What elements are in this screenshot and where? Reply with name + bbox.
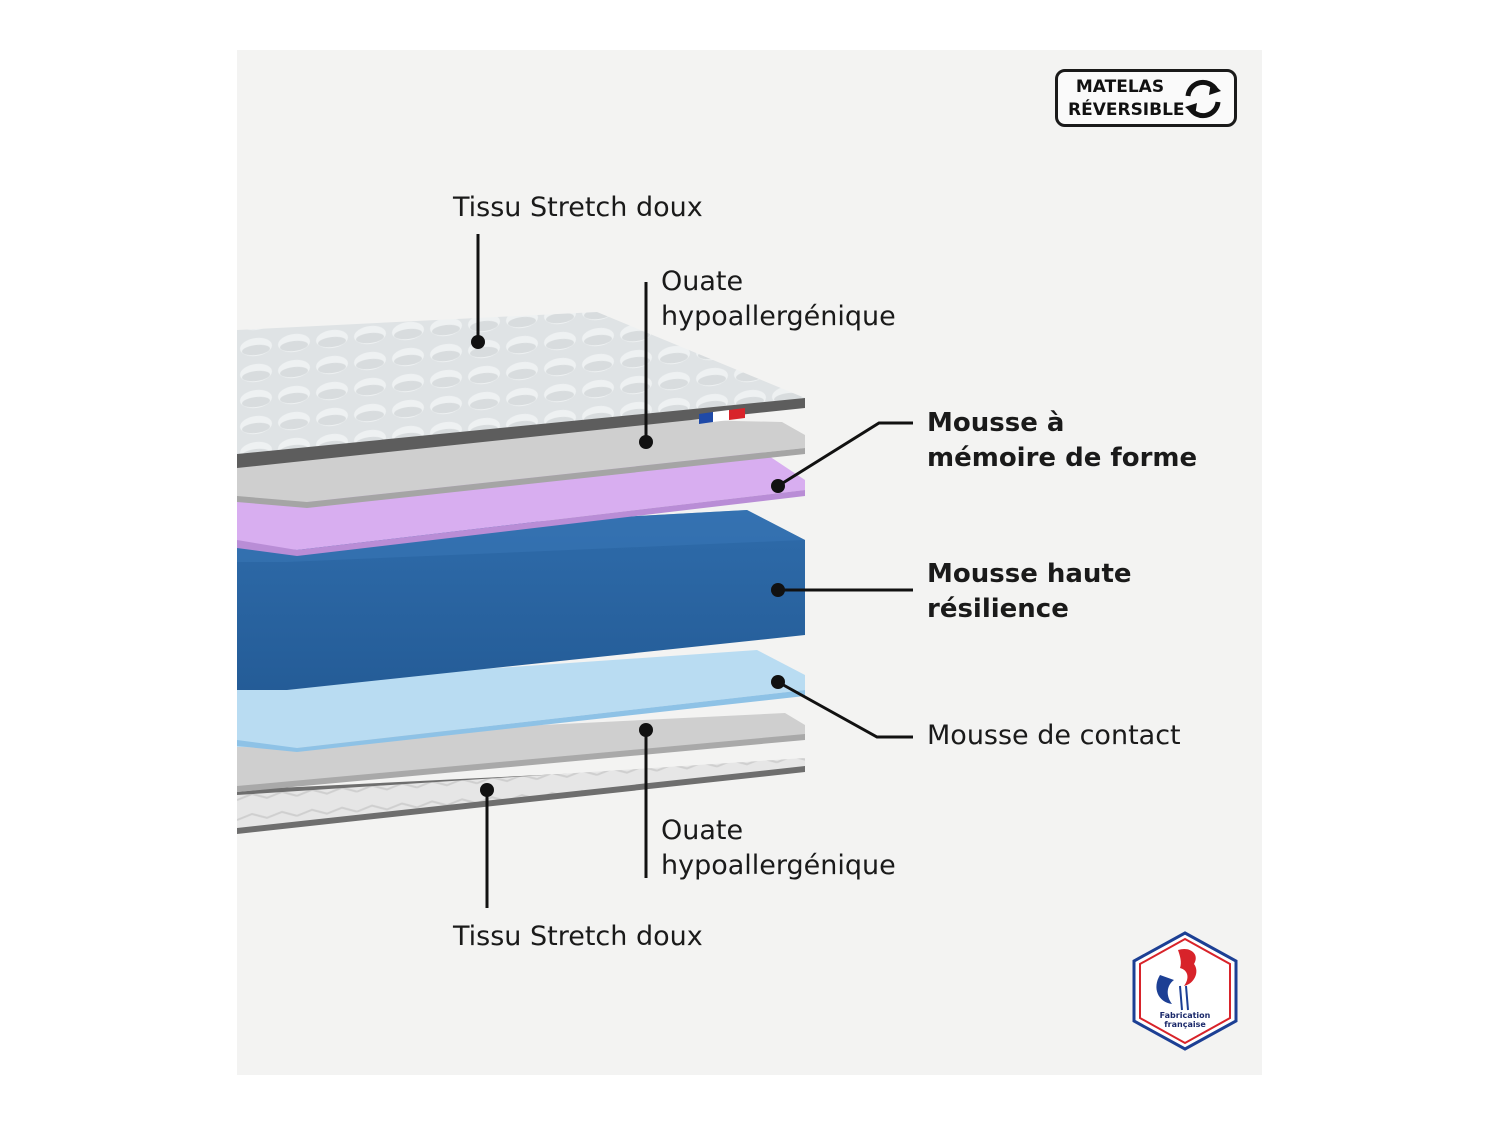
diagram-panel: Tissu Stretch doux Ouate hypoallergéniqu… bbox=[237, 50, 1262, 1075]
label-hr-foam: Mousse haute résilience bbox=[927, 557, 1132, 627]
dot-memory-foam bbox=[771, 479, 785, 493]
label-line: Ouate bbox=[661, 266, 744, 297]
label-line: hypoallergénique bbox=[661, 301, 896, 332]
mattress-layers-diagram bbox=[237, 234, 913, 908]
seal-text: Fabrication française bbox=[1159, 1011, 1211, 1029]
layer-bottom-cover bbox=[237, 758, 805, 834]
french-flag-icon bbox=[699, 408, 745, 424]
leader-memory-foam bbox=[777, 421, 913, 488]
label-line: résilience bbox=[927, 594, 1069, 624]
label-bottom-wadding: Ouate hypoallergénique bbox=[661, 813, 896, 883]
label-bottom-cover: Tissu Stretch doux bbox=[453, 919, 703, 954]
label-memory-foam: Mousse à mémoire de forme bbox=[927, 406, 1197, 476]
reverse-arrows-icon bbox=[1185, 79, 1221, 119]
label-contact-foam: Mousse de contact bbox=[927, 718, 1181, 753]
label-line: Mousse de contact bbox=[927, 720, 1181, 751]
label-top-wadding: Ouate hypoallergénique bbox=[661, 264, 896, 334]
layer-hr-foam bbox=[237, 510, 805, 690]
label-line: Ouate bbox=[661, 815, 744, 846]
leader-contact-foam bbox=[777, 680, 913, 739]
dot-top-wadding bbox=[639, 435, 653, 449]
dot-contact-foam bbox=[771, 675, 785, 689]
label-line: Mousse haute bbox=[927, 559, 1132, 589]
dot-bottom-wadding bbox=[639, 723, 653, 737]
dot-top-cover bbox=[471, 335, 485, 349]
label-line: mémoire de forme bbox=[927, 443, 1198, 473]
leader-lines bbox=[476, 234, 913, 908]
leader-dots bbox=[471, 335, 785, 797]
layer-bottom-wadding bbox=[237, 713, 805, 792]
label-line: hypoallergénique bbox=[661, 850, 896, 881]
badge-line-1: MATELAS bbox=[1075, 77, 1165, 97]
label-line: Tissu Stretch doux bbox=[453, 921, 703, 952]
label-top-cover: Tissu Stretch doux bbox=[453, 190, 703, 225]
label-line: Tissu Stretch doux bbox=[453, 192, 703, 223]
layer-contact-foam bbox=[237, 650, 805, 752]
layer-top-cover bbox=[237, 312, 805, 468]
french-rooster-icon bbox=[1132, 931, 1238, 1051]
badge-line-2: RÉVERSIBLE bbox=[1068, 100, 1185, 120]
dot-bottom-cover bbox=[480, 783, 494, 797]
reversible-badge: MATELAS RÉVERSIBLE bbox=[1055, 69, 1237, 127]
label-line: Mousse à bbox=[927, 408, 1065, 438]
dot-hr-foam bbox=[771, 583, 785, 597]
